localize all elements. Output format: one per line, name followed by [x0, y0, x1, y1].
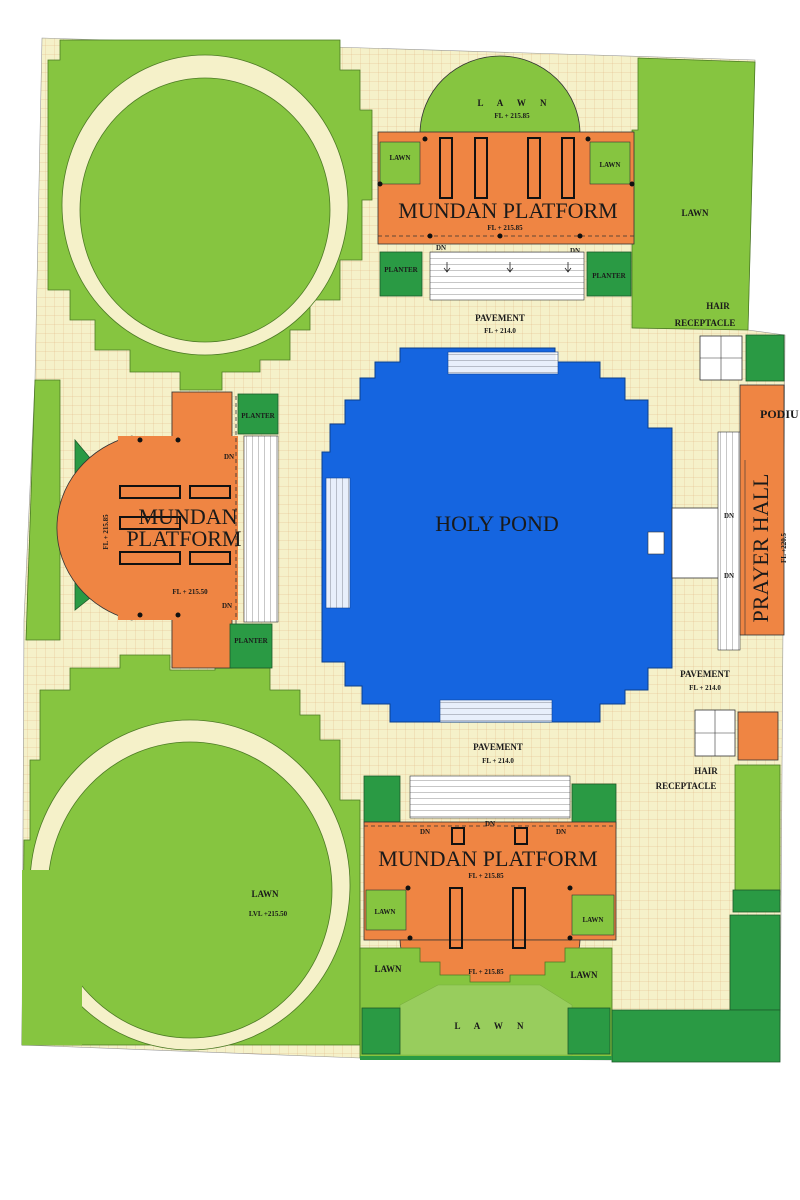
down-arrow-icon	[443, 262, 572, 273]
pond-landing	[671, 507, 721, 579]
planter-label-top-left: PLANTER	[384, 266, 418, 274]
prayer-hall-steps	[717, 431, 741, 651]
level-label-bottom-platform: FL + 215.85	[468, 872, 504, 880]
level-label-left-arch: FL + 215.85	[102, 514, 110, 550]
mundan-platform-left: MUNDAN PLATFORM FL + 215.50 FL + 215.85 …	[56, 391, 279, 669]
lawn-right-bottom	[734, 764, 781, 896]
planter-label-left-top: PLANTER	[241, 412, 275, 420]
pavement-level-top: FL + 214.0	[484, 327, 516, 335]
platform-label-left: PLATFORM	[127, 526, 242, 551]
dn-label-prayer-top: DN	[724, 512, 734, 520]
podium-right-bottom	[737, 711, 779, 761]
lawn-label-bottom-spaced: L A W N	[455, 1021, 530, 1031]
dn-label-left-top: DN	[224, 453, 234, 461]
receptacle-label-bottom: RECEPTACLE	[656, 781, 717, 791]
level-label-left-platform: FL + 215.50	[172, 588, 208, 596]
lawn-label-top-arch: L A W N	[478, 98, 553, 108]
dn-label-prayer-bottom: DN	[724, 572, 734, 580]
lawn-label-top-small-right: LAWN	[599, 161, 620, 169]
dn-label-left-bottom: DN	[222, 602, 232, 610]
lawn-bottom-right-strip	[611, 1009, 781, 1063]
lawn-bottom-left: LAWN LVL +215.50	[21, 654, 361, 1051]
podium-label: PODIU	[760, 407, 799, 421]
hair-label-bottom: HAIR	[694, 766, 718, 776]
lawn-top-left	[47, 39, 373, 391]
planter-label-top-right: PLANTER	[592, 272, 626, 280]
mundan-platform-top: L A W N FL + 215.85 LAWN LAWN MUNDAN PLA…	[377, 55, 635, 301]
pavement-label-top: PAVEMENT	[475, 313, 525, 323]
level-label-bottom-arch: FL + 215.85	[468, 968, 504, 976]
pavement-level-right: FL + 214.0	[689, 684, 721, 692]
receptacle-label-top: RECEPTACLE	[675, 318, 736, 328]
planter-label-left-bottom: PLANTER	[234, 637, 268, 645]
lawn-bottom-right-dark	[729, 914, 781, 1011]
hair-label-top: HAIR	[706, 301, 730, 311]
prayer-hall: PODIU PRAYER HALL FL +220.5	[739, 384, 799, 636]
mundan-label-left: MUNDAN	[139, 504, 238, 529]
lawn-label-bottom-small-left: LAWN	[374, 908, 395, 916]
mundan-platform-bottom: DN DN DN MUNDAN PLATFORM FL + 215.85 LAW…	[363, 775, 617, 999]
dn-label-bottom-right: DN	[556, 828, 566, 836]
pavement-level-bottom: FL + 214.0	[482, 757, 514, 765]
dn-label-bottom-middle: DN	[485, 820, 495, 828]
pavement-label-bottom: PAVEMENT	[473, 742, 523, 752]
dn-label-top-left: DN	[436, 244, 446, 252]
mundan-platform-top-title: MUNDAN PLATFORM	[398, 198, 617, 223]
level-label-top-arch: FL + 215.85	[494, 112, 530, 120]
lawn-top-right	[631, 57, 756, 331]
lawn-left-edge	[25, 379, 61, 641]
lawn-bottom-center	[359, 947, 613, 1059]
lawn-label-top-small-left: LAWN	[389, 154, 410, 162]
lawn-label-bottom-center-left: LAWN	[374, 964, 402, 974]
holy-pond-label: HOLY POND	[435, 511, 558, 536]
dn-label-top-right: DN	[570, 247, 580, 255]
prayer-hall-label: PRAYER HALL	[748, 474, 773, 623]
holy-pond: HOLY POND	[321, 347, 673, 723]
lawn-label-bottom-small-right: LAWN	[582, 916, 603, 924]
mundan-platform-bottom-title: MUNDAN PLATFORM	[378, 846, 597, 871]
dn-label-bottom-left: DN	[420, 828, 430, 836]
pavement-label-right: PAVEMENT	[680, 669, 730, 679]
lawn-label-bottom-left: LAWN	[251, 889, 279, 899]
lawn-label-top-right: LAWN	[681, 208, 709, 218]
level-label-top-platform: FL + 215.85	[487, 224, 523, 232]
planter-right-top	[745, 334, 785, 382]
lawn-label-bottom-center-right: LAWN	[570, 970, 598, 980]
level-label-bottom-left-lawn: LVL +215.50	[249, 910, 288, 918]
prayer-hall-level: FL +220.5	[780, 532, 788, 563]
